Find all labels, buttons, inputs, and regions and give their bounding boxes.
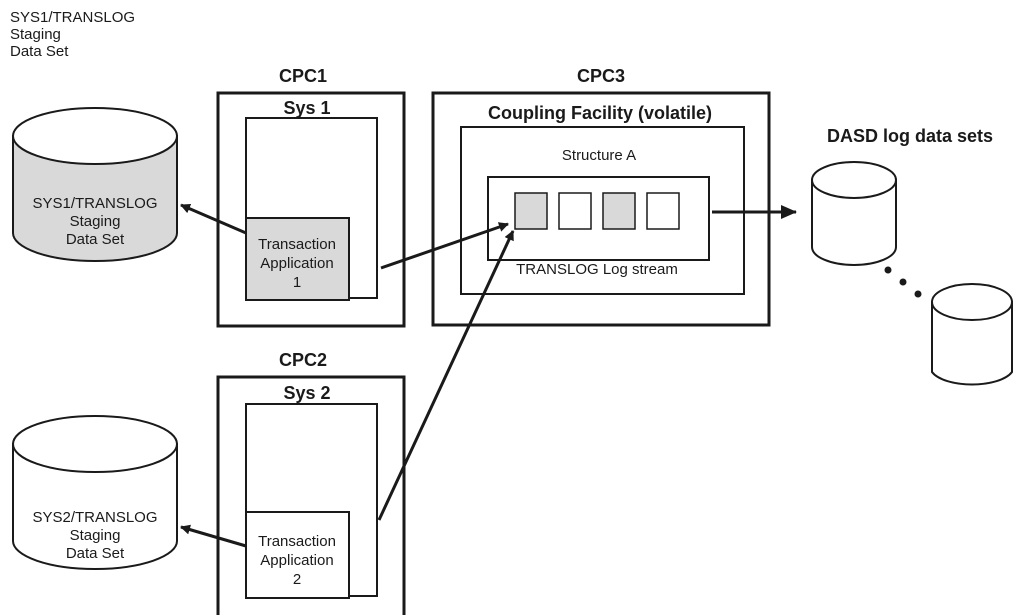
arrow-app1-to-staging1 bbox=[180, 203, 247, 235]
sys2-title: Sys 2 bbox=[283, 383, 330, 403]
staging2-label-line-1: SYS2/TRANSLOG bbox=[32, 509, 157, 526]
arrow-app2-to-staging2 bbox=[180, 524, 247, 548]
dasd-cylinder-2 bbox=[931, 283, 1013, 386]
transaction-application-1-box bbox=[245, 217, 350, 301]
transaction-application-2-box bbox=[245, 511, 350, 599]
staging1-label-line-1: SYS1/TRANSLOG bbox=[32, 195, 157, 212]
caption-line-3: Data Set bbox=[10, 43, 69, 60]
app1-label-line-1: Transaction bbox=[258, 236, 336, 253]
structure-a-box bbox=[487, 176, 710, 261]
arrow-app2-to-structure bbox=[377, 230, 515, 521]
log-block-4 bbox=[646, 192, 680, 230]
cpc3-group: CPC3 Coupling Facility (volatile) Struct… bbox=[431, 66, 771, 327]
app1-label-line-3: 1 bbox=[293, 274, 301, 291]
dasd-title: DASD log data sets bbox=[827, 126, 993, 146]
arrow-app1-to-structure bbox=[380, 222, 509, 270]
top-left-caption: SYS1/TRANSLOG Staging Data Set bbox=[10, 9, 135, 60]
caption-line-1: SYS1/TRANSLOG bbox=[10, 9, 135, 26]
dasd-group: DASD log data sets bbox=[811, 126, 1013, 386]
log-block-3 bbox=[602, 192, 636, 230]
cpc2-box bbox=[216, 375, 406, 615]
translog-log-stream-label: TRANSLOG Log stream bbox=[516, 261, 678, 278]
structure-a-label: Structure A bbox=[562, 147, 636, 164]
app2-label-line-2: Application bbox=[260, 552, 333, 569]
staging1-label-line-3: Data Set bbox=[66, 231, 125, 248]
cpc3-box bbox=[431, 91, 771, 327]
staging1-label-line-2: Staging bbox=[70, 213, 121, 230]
cpc3-title: CPC3 bbox=[577, 66, 625, 86]
app2-label-line-1: Transaction bbox=[258, 533, 336, 550]
cpc2-title: CPC2 bbox=[279, 350, 327, 370]
app2-label-line-3: 2 bbox=[293, 571, 301, 588]
cpc1-title: CPC1 bbox=[279, 66, 327, 86]
app1-label-line-2: Application bbox=[260, 255, 333, 272]
cpc1-box bbox=[216, 91, 406, 328]
caption-line-2: Staging bbox=[10, 26, 61, 43]
staging-data-set-1-cylinder: SYS1/TRANSLOG Staging Data Set bbox=[12, 107, 178, 262]
cpc1-group: CPC1 Sys 1 Transaction Application 1 bbox=[216, 66, 406, 328]
coupling-facility-title: Coupling Facility (volatile) bbox=[488, 103, 712, 123]
dasd-cylinder-1 bbox=[811, 161, 897, 266]
staging-data-set-2-cylinder: SYS2/TRANSLOG Staging Data Set bbox=[12, 415, 178, 570]
log-block-2 bbox=[558, 192, 592, 230]
cpc2-group: CPC2 Sys 2 Transaction Application 2 bbox=[216, 350, 406, 615]
sys1-title: Sys 1 bbox=[283, 98, 330, 118]
log-block-1 bbox=[514, 192, 548, 230]
staging2-label-line-3: Data Set bbox=[66, 545, 125, 562]
staging2-label-line-2: Staging bbox=[70, 527, 121, 544]
ellipsis-dots bbox=[884, 266, 922, 298]
